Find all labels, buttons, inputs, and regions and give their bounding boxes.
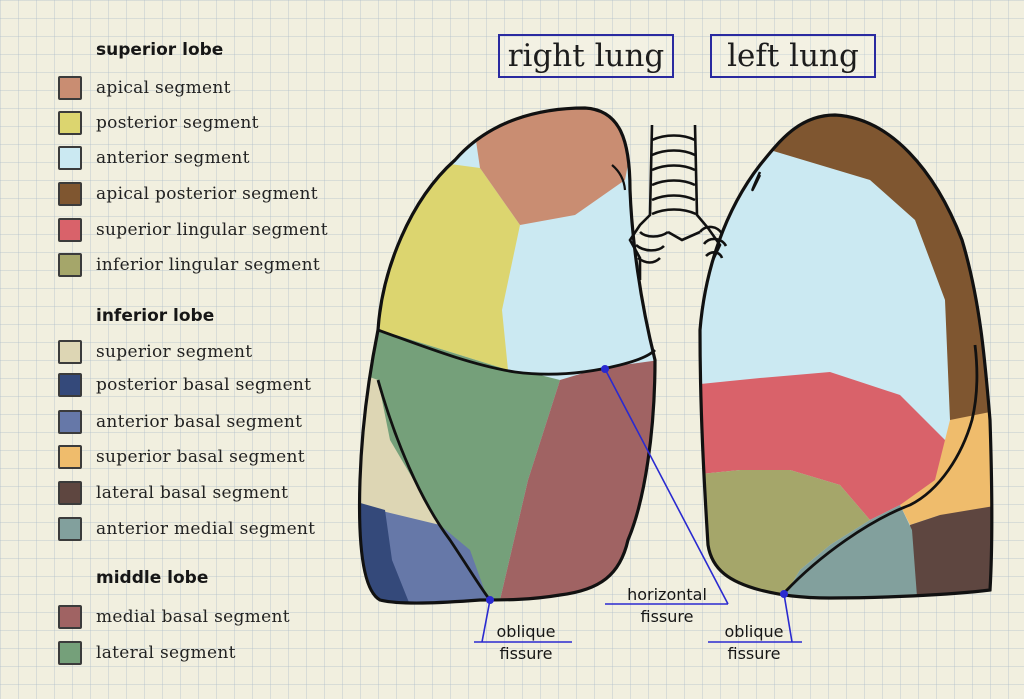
left-lung-notch: [751, 171, 762, 192]
legend-item-lateral-segment: lateral segment: [58, 640, 236, 666]
legend-item-label: superior segment: [96, 342, 253, 362]
pointer-lines: [474, 364, 802, 643]
legend-item-label: lateral basal segment: [96, 483, 289, 503]
horizontal-fissure-label-line2: fissure: [640, 607, 694, 626]
inferior-lingular-segment-left: [700, 470, 870, 598]
legend-item-medial-basal-segment: medial basal segment: [58, 604, 290, 630]
left-oblique-fissure-label: oblique fissure: [708, 621, 800, 665]
legend-item-label: anterior medial segment: [96, 519, 316, 539]
swatch-posterior-segment: [58, 111, 82, 135]
swatch-lateral-basal-segment: [58, 481, 82, 505]
legend-item-superior-lingular-segment: superior lingular segment: [58, 217, 328, 243]
legend-item-inferior-lingular-segment: inferior lingular segment: [58, 252, 320, 278]
legend-title-inferior-lobe: inferior lobe: [96, 306, 215, 326]
horizontal-fissure-label: horizontal fissure: [604, 584, 730, 628]
legend-item-apical-posterior-segment: apical posterior segment: [58, 181, 318, 207]
right-lung-segments: [359, 108, 655, 604]
legend-item-label: superior basal segment: [96, 447, 305, 467]
right-oblique-fissure-label-line1: oblique: [496, 622, 556, 641]
right-lung-inner-line: [611, 164, 627, 191]
left-lung-title: left lung: [710, 34, 876, 78]
swatch-apical-segment: [58, 76, 82, 100]
legend-item-lateral-basal-segment: lateral basal segment: [58, 480, 288, 506]
horizontal-fissure-line: [377, 328, 656, 376]
swatch-superior-basal-segment: [58, 445, 82, 469]
legend-item-label: medial basal segment: [96, 607, 290, 627]
left-lung-segments: [700, 115, 992, 598]
legend-item-label: superior lingular segment: [96, 220, 328, 240]
right-oblique-fissure-label-line2: fissure: [499, 644, 553, 663]
left-oblique-fissure-label-line2: fissure: [727, 644, 781, 663]
anterior-medial-segment-left: [785, 505, 918, 598]
legend-item-anterior-segment: anterior segment: [58, 145, 250, 171]
horizontal-fissure-label-line1: horizontal: [627, 585, 707, 604]
superior-segment-right: [359, 370, 440, 545]
swatch-posterior-basal-segment: [58, 373, 82, 397]
left-lung-outline: [698, 113, 994, 600]
legend-item-label: inferior lingular segment: [96, 255, 320, 275]
legend-item-posterior-basal-segment: posterior basal segment: [58, 372, 311, 398]
swatch-superior-lingular-segment: [58, 218, 82, 242]
legend-item-label: posterior basal segment: [96, 375, 312, 395]
right-oblique-fissure-line: [376, 379, 492, 601]
legend-item-superior-segment: superior segment: [58, 339, 252, 365]
swatch-superior-segment: [58, 340, 82, 364]
right-lung-title: right lung: [498, 34, 674, 78]
legend-item-apical-segment: apical segment: [58, 75, 231, 101]
legend-title-superior-lobe: superior lobe: [96, 40, 224, 60]
legend-title-middle-lobe: middle lobe: [96, 568, 209, 588]
left-oblique-fissure-label-line1: oblique: [724, 622, 784, 641]
legend-item-label: lateral segment: [96, 643, 236, 663]
legend-item-label: posterior segment: [96, 113, 259, 133]
apical-segment-right: [470, 108, 640, 225]
left-oblique-fissure-line: [783, 344, 979, 593]
legend-item-posterior-segment: posterior segment: [58, 110, 259, 136]
lateral-basal-segment-left: [910, 505, 992, 598]
legend-item-anterior-medial-segment: anterior medial segment: [58, 516, 315, 542]
superior-lingular-segment-left: [700, 372, 950, 520]
swatch-lateral-segment: [58, 641, 82, 665]
swatch-inferior-lingular-segment: [58, 253, 82, 277]
legend-item-anterior-basal-segment: anterior basal segment: [58, 409, 302, 435]
legend-item-label: anterior segment: [96, 148, 250, 168]
legend-item-superior-basal-segment: superior basal segment: [58, 444, 305, 470]
trachea: [628, 124, 728, 280]
swatch-anterior-segment: [58, 146, 82, 170]
swatch-anterior-basal-segment: [58, 410, 82, 434]
swatch-apical-posterior-segment: [58, 182, 82, 206]
right-lung-outline: [357, 106, 657, 605]
right-oblique-fissure-label: oblique fissure: [478, 621, 574, 665]
legend-item-label: apical segment: [96, 78, 231, 98]
legend-item-label: anterior basal segment: [96, 412, 303, 432]
legend-item-label: apical posterior segment: [96, 184, 318, 204]
swatch-anterior-medial-segment: [58, 517, 82, 541]
swatch-medial-basal-segment: [58, 605, 82, 629]
